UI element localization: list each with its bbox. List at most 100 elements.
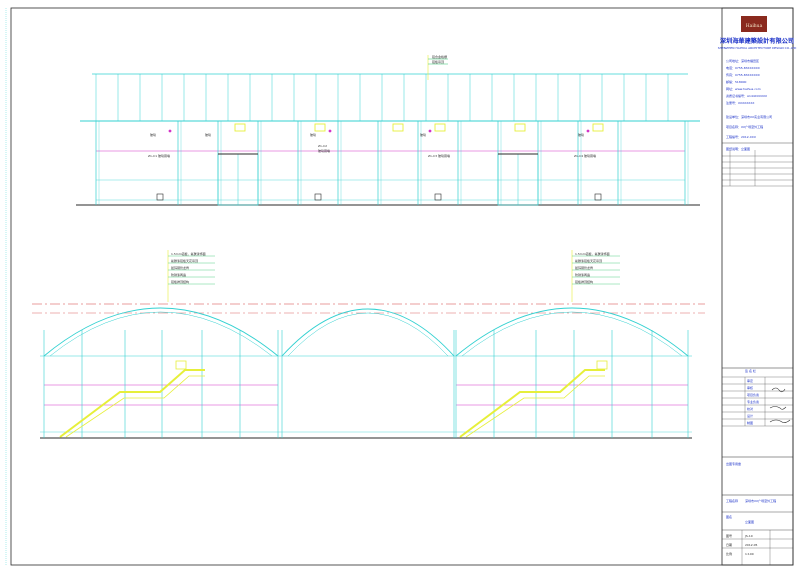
light-fixture (592, 123, 604, 132)
side-note: 玻璃幕墙 (158, 153, 170, 158)
sig-row-label: 项目负责 (747, 392, 759, 397)
date: 2012.05 (745, 543, 757, 547)
stamp-label: 出图专用章 (726, 461, 741, 466)
sign-box (314, 193, 322, 201)
side-note: 玻璃幕墙 (438, 153, 450, 158)
canopy-mullions (95, 74, 669, 121)
light-fixture (392, 123, 404, 132)
scale-label: 比例 (726, 551, 732, 556)
scale: 1:100 (745, 552, 754, 556)
material-note: 镀锌钢管龙骨 (171, 265, 189, 270)
company-name-en: SHENZHEN HAIHUA ARCHITECTURE DESIGN CO.,… (718, 46, 797, 50)
material-note: 防锈漆两遍 (171, 272, 186, 277)
stair-left-outline (59, 369, 205, 438)
drawing-label: 图名 (726, 514, 732, 519)
drawing-info-table (722, 530, 793, 565)
leader-note-1: 铝合金格栅 (432, 54, 447, 59)
leader-left: 1.5mm铝板，氟碳漆饰面 氟碳漆铝板天花吊顶 镀锌钢管龙骨 防锈漆两遍 铝板拱… (167, 250, 215, 302)
light-fixture (514, 123, 526, 132)
material-note: 镀锌钢管龙骨 (575, 265, 593, 270)
front-elevation: 铝合金格栅 铝板吊顶 玻璃 玻璃 玻璃 玻璃 玻璃 Z1-C1 玻璃幕墙 Z1-… (76, 54, 700, 206)
side-note: Z1-C3 (428, 154, 437, 158)
info-line: 公司地址：深圳市福田区 (726, 58, 759, 63)
stair-right (459, 360, 608, 438)
stair-left-inner (65, 375, 205, 438)
side-note: Z1-C4 (574, 154, 583, 158)
info-line: 项目名称：XX广场室外工程 (726, 124, 763, 129)
sign-box (156, 193, 164, 201)
section-columns (43, 330, 689, 438)
material-note: 铝板拱顶结构 (575, 279, 593, 284)
title-block: Haihua 深圳海華建築設計有限公司 SHENZHEN HAIHUA ARCH… (718, 7, 797, 566)
project-label: 工程名称 (726, 498, 738, 503)
light-fixture (314, 123, 326, 132)
info-line: 注册号：XXXXXXXX (726, 100, 754, 105)
arch-center (281, 308, 455, 357)
entrance-doors (217, 153, 539, 206)
sig-row-label: 专业负责 (747, 399, 759, 404)
info-line: 工程编号：2012-XXX (726, 134, 756, 139)
side-note: Z1-C2 (318, 144, 327, 148)
date-label: 日期 (726, 542, 732, 547)
leader-note-2: 铝板吊顶 (432, 59, 444, 64)
info-line: 邮编：518000 (726, 79, 747, 84)
glass-tags: 玻璃 玻璃 玻璃 玻璃 玻璃 Z1-C1 玻璃幕墙 Z1-C2 玻璃幕墙 Z1-… (148, 132, 596, 158)
arch-right (455, 307, 689, 357)
light-fixture (434, 123, 446, 132)
arch-right-inner (461, 311, 683, 357)
material-note: 氟碳漆铝板天花吊顶 (575, 258, 602, 263)
arch-left (43, 307, 279, 357)
small-signs (156, 193, 602, 201)
material-note: 氟碳漆铝板天花吊顶 (171, 258, 198, 263)
stair-left (59, 360, 205, 438)
company-name: 深圳海華建築設計有限公司 (720, 37, 794, 45)
company-info: 公司地址：深圳市福田区 电话：0755-83XXXXXX 传真：0755-83X… (726, 58, 772, 151)
top-leader: 铝合金格栅 铝板吊顶 (427, 54, 448, 80)
sig-row-label: 审定 (747, 378, 753, 383)
sprinkler-dot (428, 129, 432, 133)
glass-tag: 玻璃 (578, 132, 584, 137)
elevation-columns (95, 121, 689, 205)
info-line: 网址：www.haihua.com (726, 86, 761, 91)
side-note: Z1-C1 (148, 154, 157, 158)
material-note: 1.5mm铝板，氟碳漆饰面 (575, 251, 610, 256)
light-fixtures (168, 123, 604, 133)
drawing-name: 立面图 (745, 519, 754, 524)
sheet-border (10, 7, 794, 566)
stair-right-landing (596, 360, 608, 370)
sig-row-label: 制图 (747, 420, 753, 425)
company-logo-icon (741, 16, 767, 32)
info-line: 电话：0755-83XXXXXX (726, 65, 760, 70)
leader-right: 1.5mm铝板，氟碳漆饰面 氟碳漆铝板天花吊顶 镀锌钢管龙骨 防锈漆两遍 铝板拱… (571, 250, 620, 302)
signature-mark (769, 419, 791, 423)
sprinkler-dot (168, 129, 172, 133)
side-note: 玻璃幕墙 (318, 148, 330, 153)
arch-left-inner (49, 311, 273, 357)
sprinkler-dot (328, 129, 332, 133)
sign-box (594, 193, 602, 201)
material-note: 1.5mm铝板，氟碳漆饰面 (171, 251, 206, 256)
drawing-no-label: 图号 (726, 533, 732, 538)
revision-table (722, 150, 793, 187)
glass-tag: 玻璃 (205, 132, 211, 137)
light-fixture (234, 123, 246, 132)
arch-center-inner (287, 312, 449, 357)
glass-tag: 玻璃 (420, 132, 426, 137)
glass-tag: 玻璃 (310, 132, 316, 137)
sign-box (434, 193, 442, 201)
info-line: 传真：0755-83XXXXXX (726, 72, 760, 77)
info-line: 建设单位：深圳市XX实业有限公司 (726, 114, 772, 119)
section-elevation: 1.5mm铝板，氟碳漆饰面 氟碳漆铝板天花吊顶 镀锌钢管龙骨 防锈漆两遍 铝板拱… (32, 250, 705, 439)
info-line: 图纸说明：立面图 (726, 146, 750, 151)
stair-left-landing (175, 360, 187, 370)
glass-tag: 玻璃 (150, 132, 156, 137)
stair-right-inner (465, 375, 605, 438)
material-note: 防锈漆两遍 (575, 272, 590, 277)
sig-row-label: 审核 (747, 385, 753, 390)
signature-mark (769, 406, 787, 410)
material-note: 铝板拱顶结构 (171, 279, 189, 284)
sig-row-label: 设计 (747, 413, 753, 418)
sprinkler-dot (586, 129, 590, 133)
